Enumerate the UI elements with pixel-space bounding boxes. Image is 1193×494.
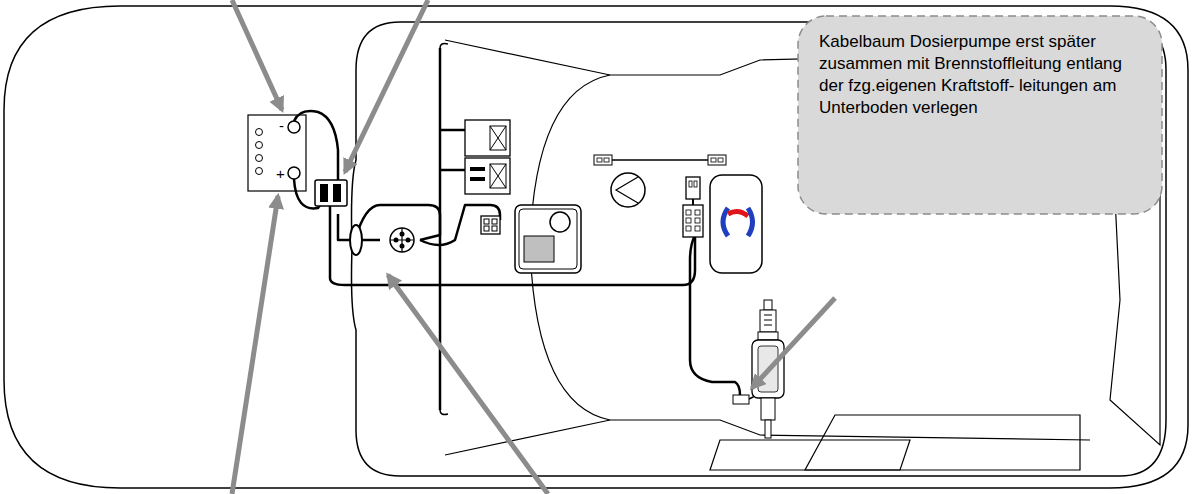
control-unit [519, 209, 577, 269]
battery-terminal [288, 167, 300, 179]
grommet [350, 225, 362, 255]
relay [490, 126, 506, 150]
splice-connector [394, 232, 411, 249]
wiring-harness [294, 48, 740, 410]
polarity-sign: + [276, 166, 285, 181]
car-body [4, 6, 1188, 488]
relay [490, 164, 506, 188]
connector [683, 205, 703, 237]
fuse-holder [315, 180, 347, 206]
connector [594, 155, 612, 165]
circulation-pump [616, 177, 638, 203]
relay [470, 177, 485, 181]
callout-text: Kabelbaum Dosierpumpe erst später zusamm… [819, 31, 1149, 119]
heater [710, 175, 762, 273]
connector [708, 155, 726, 165]
fuse [333, 184, 341, 202]
splice-connector [390, 228, 414, 252]
relay [490, 164, 506, 188]
battery-cells [256, 129, 263, 175]
connector [481, 216, 500, 234]
heater-symbol [748, 208, 753, 236]
polarity-sign: - [279, 118, 284, 133]
display [524, 236, 554, 262]
callout-box: Kabelbaum Dosierpumpe erst später zusamm… [797, 15, 1163, 215]
wire [612, 159, 708, 161]
heater-symbol [728, 211, 748, 216]
battery [248, 115, 306, 191]
relay [490, 126, 506, 150]
cabin [352, 22, 1167, 476]
connector [733, 395, 749, 404]
control-knob [550, 212, 570, 232]
connector [686, 177, 700, 199]
fuse [320, 184, 328, 202]
battery-terminal [288, 121, 300, 133]
side-window [805, 415, 1080, 470]
relay [470, 167, 485, 171]
side-window [710, 440, 910, 470]
windshield [445, 420, 1090, 455]
control-unit [515, 205, 581, 273]
relay [465, 158, 510, 194]
leader-arrow [232, 0, 835, 494]
splice-connector [390, 228, 414, 252]
connector [484, 219, 497, 231]
circulation-pump [611, 173, 645, 207]
relay [465, 120, 510, 156]
